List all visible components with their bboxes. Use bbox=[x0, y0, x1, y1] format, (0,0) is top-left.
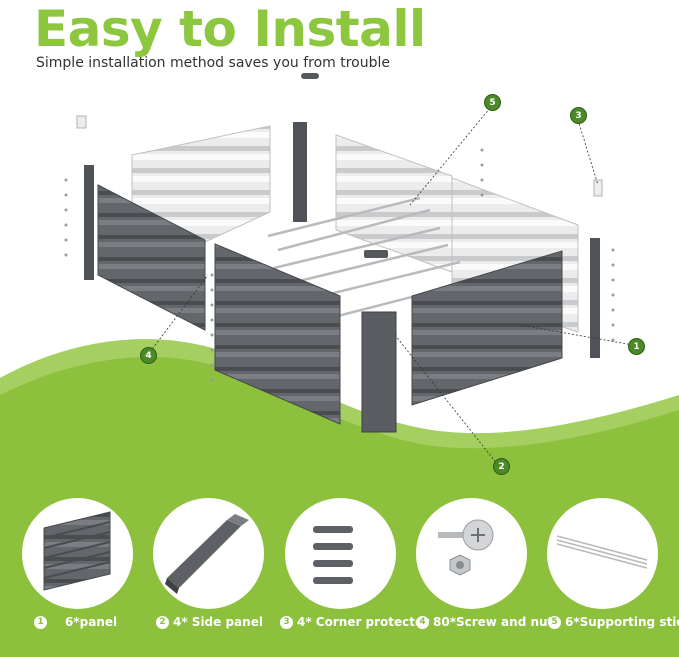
callout-4: 4 bbox=[140, 347, 157, 364]
callout-lines bbox=[149, 107, 634, 466]
corner-protector-icon bbox=[313, 526, 353, 584]
green-wave-highlight bbox=[0, 339, 679, 449]
page-title: Easy to Install bbox=[34, 0, 426, 58]
callout-2: 2 bbox=[493, 458, 510, 475]
page-subtitle: Simple installation method saves you fro… bbox=[36, 55, 391, 71]
left-corner-cap bbox=[76, 115, 87, 129]
stick-connector bbox=[364, 250, 388, 258]
front-right-panel bbox=[411, 250, 563, 406]
side-panel-icon bbox=[165, 514, 249, 594]
part-panel-circle bbox=[22, 498, 133, 609]
top-corner-cap bbox=[301, 73, 319, 79]
corrugated-panel-icon bbox=[43, 511, 111, 591]
right-corner-post bbox=[590, 238, 600, 358]
back-corner-post bbox=[293, 122, 307, 222]
part-side-panel-circle bbox=[153, 498, 264, 609]
right-corner-cap bbox=[593, 179, 603, 197]
front-left-panel bbox=[97, 184, 206, 331]
part-label-side-panel: 2 4* Side panel bbox=[156, 612, 263, 632]
left-corner-post bbox=[84, 165, 94, 280]
part-label-panel: 1 6*panel bbox=[34, 612, 117, 632]
callout-1: 1 bbox=[628, 338, 645, 355]
front-middle-panel bbox=[214, 243, 341, 425]
part-corner-protector-circle bbox=[285, 498, 396, 609]
part-label-supporting-stick: 5 6*Supporting stick bbox=[548, 612, 679, 632]
front-side-panel bbox=[361, 311, 397, 433]
back-left-panel bbox=[131, 125, 271, 243]
supporting-stick-icon bbox=[556, 535, 648, 569]
screw-columns bbox=[64, 148, 615, 382]
screw-nut-icon bbox=[438, 519, 494, 576]
part-supporting-stick-circle bbox=[547, 498, 658, 609]
part-label-screw-nut: 4 80*Screw and nut bbox=[416, 612, 553, 632]
callout-5: 5 bbox=[484, 94, 501, 111]
callout-3: 3 bbox=[570, 107, 587, 124]
part-screw-nut-circle bbox=[416, 498, 527, 609]
part-label-corner-protector: 3 4* Corner protector bbox=[280, 612, 429, 632]
